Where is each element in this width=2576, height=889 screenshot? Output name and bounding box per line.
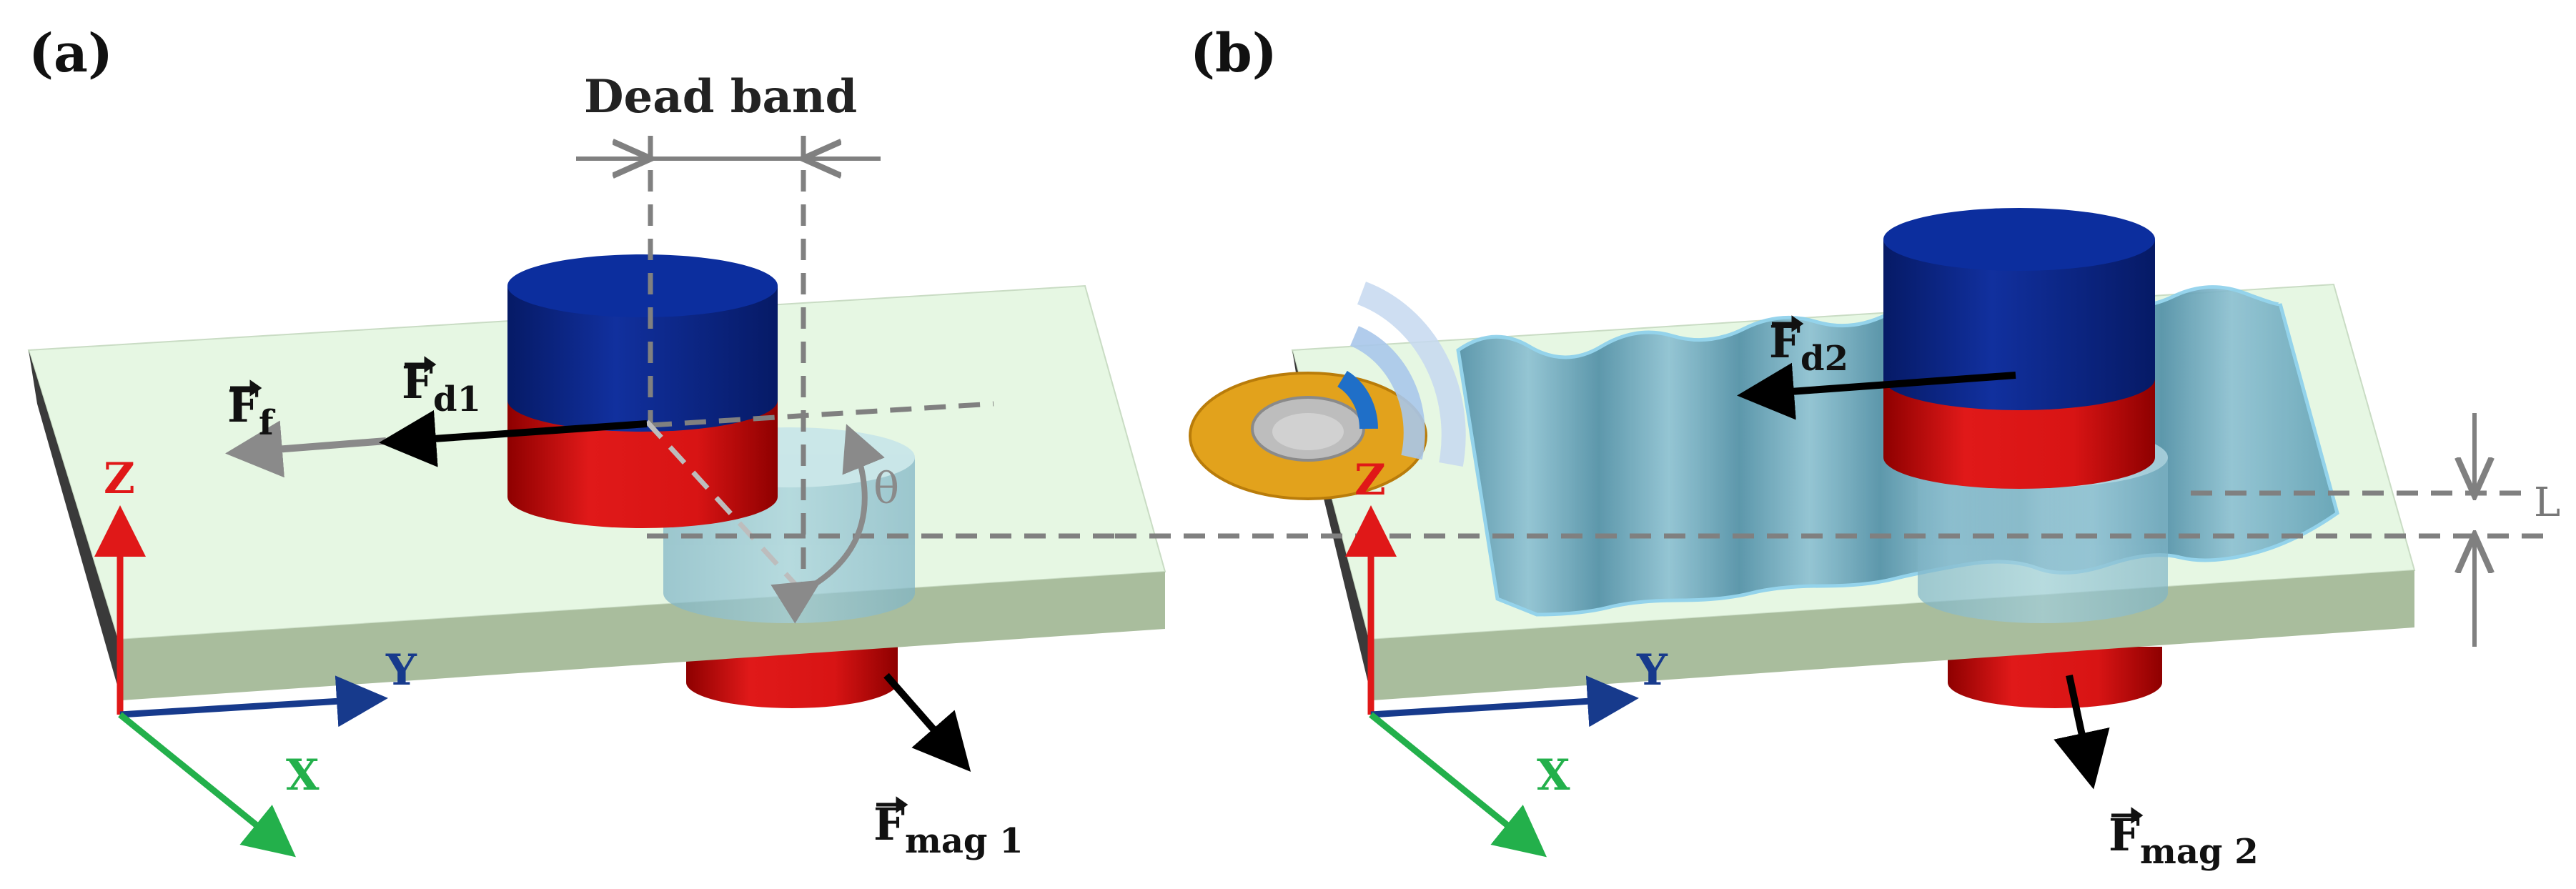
drag-a-arrow [379, 409, 648, 467]
magnetic-b-arrow [2054, 674, 2110, 790]
x-axis-a [118, 712, 296, 858]
dead-band-dimension: Dead band [576, 70, 881, 159]
bottom-magnet-b [1948, 647, 2162, 708]
z-label-a: Z [104, 454, 135, 504]
force-magnetic-b: Fmag 2 [2054, 674, 2259, 872]
plate-a-edge [29, 350, 122, 700]
friction-arrow [225, 420, 387, 478]
bottom-magnet-a [686, 647, 898, 708]
signal-wave-3 [1357, 282, 1466, 467]
axes-a: Z Y X [94, 454, 417, 858]
y-label-a: Y [385, 645, 417, 695]
height-label: L [2534, 480, 2560, 526]
panel-a: (a) D [27, 23, 1166, 861]
theta-angle: θ [771, 424, 899, 624]
y-axis-b [1370, 675, 1639, 727]
height-dimension: L [2475, 413, 2560, 647]
magnetic-b-label: Fmag 2 [2109, 809, 2259, 872]
x-label-b: X [1537, 750, 1570, 800]
panel-b-label: (b) [1190, 23, 1277, 84]
panel-a-label: (a) [29, 23, 113, 84]
drag-b-arrow [1737, 362, 2016, 420]
magnet-b [1883, 208, 2155, 489]
x-label-a: X [286, 750, 319, 800]
vector-overbars [230, 315, 2144, 824]
panel-b: (b) [1115, 23, 2560, 872]
axes-b: Z Y X [1345, 455, 1668, 858]
theta-label: θ [873, 464, 899, 514]
magnetic-a-arrow [883, 672, 971, 773]
magnetic-a-label: Fmag 1 [873, 798, 1024, 861]
force-magnetic-a: Fmag 1 [873, 672, 1024, 861]
y-label-b: Y [1636, 645, 1668, 695]
signal-wave-2 [1349, 326, 1425, 460]
signal-wave-1 [1337, 370, 1378, 429]
magnet-a [507, 254, 778, 528]
dead-band-label: Dead band [584, 70, 857, 124]
y-axis-a [119, 675, 388, 727]
ultrasonic-sensor [1189, 282, 1466, 500]
x-axis-b [1369, 712, 1547, 858]
z-label-b: Z [1354, 455, 1386, 505]
